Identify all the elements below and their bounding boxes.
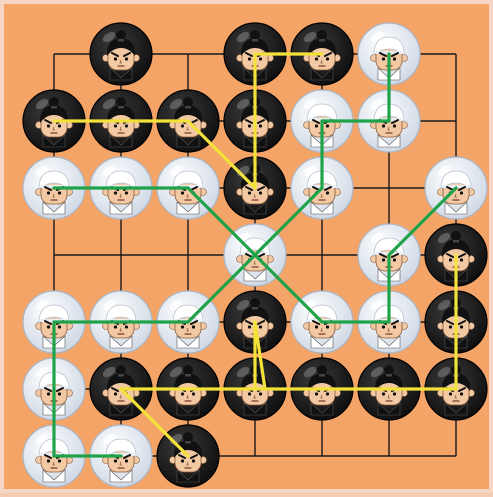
black-piece[interactable] [90,23,152,85]
white-team-path [54,255,255,456]
game-board [4,4,493,497]
black-team-path [54,121,255,188]
